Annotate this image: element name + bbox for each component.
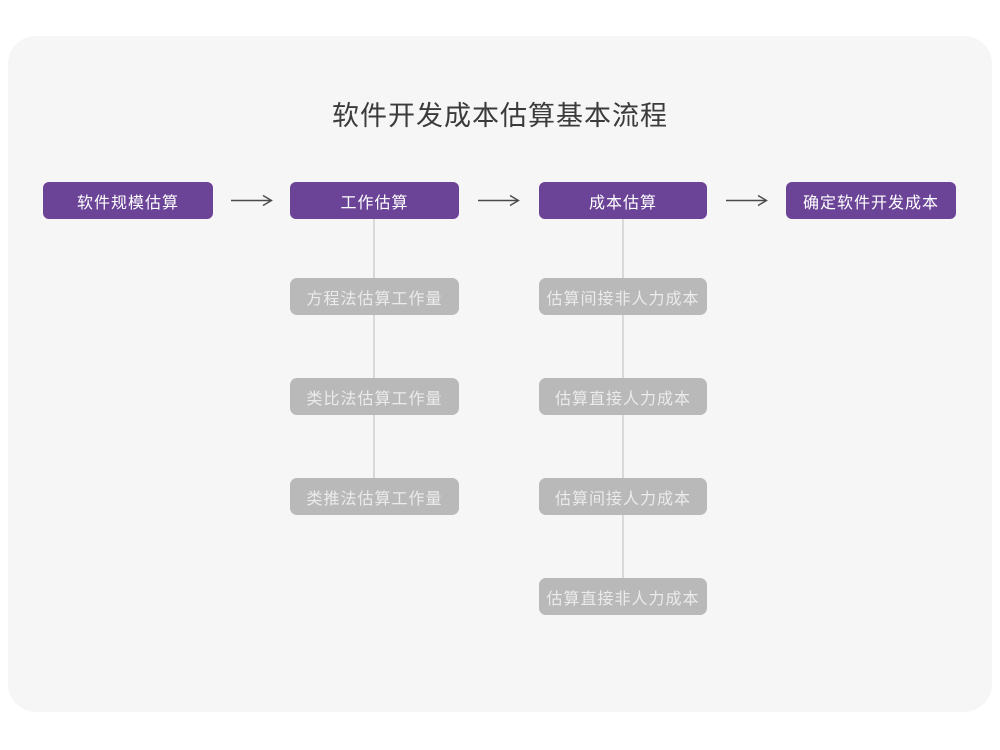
cost-component-node-direct-nonlabor: 估算直接非人力成本 — [539, 578, 707, 615]
right-arrow-icon — [726, 194, 768, 207]
flowchart-card: 软件开发成本估算基本流程 软件规模估算 工作估算 成本估算 确定软件开发成本 方… — [8, 36, 992, 712]
right-arrow-icon — [231, 194, 273, 207]
right-arrow-icon — [478, 194, 520, 207]
diagram-title: 软件开发成本估算基本流程 — [332, 101, 668, 131]
workload-method-node-equation: 方程法估算工作量 — [290, 278, 459, 315]
stage-node-cost-estimation: 成本估算 — [539, 182, 707, 219]
stage-node-software-size-estimation: 软件规模估算 — [43, 182, 213, 219]
cost-component-node-indirect-nonlabor: 估算间接非人力成本 — [539, 278, 707, 315]
stage-node-final-development-cost: 确定软件开发成本 — [786, 182, 956, 219]
workload-method-node-analogy: 类比法估算工作量 — [290, 378, 459, 415]
cost-component-node-direct-labor: 估算直接人力成本 — [539, 378, 707, 415]
cost-component-node-indirect-labor: 估算间接人力成本 — [539, 478, 707, 515]
stage-node-workload-estimation: 工作估算 — [290, 182, 459, 219]
connector-line-workload-branch — [373, 219, 375, 481]
workload-method-node-extrapolation: 类推法估算工作量 — [290, 478, 459, 515]
